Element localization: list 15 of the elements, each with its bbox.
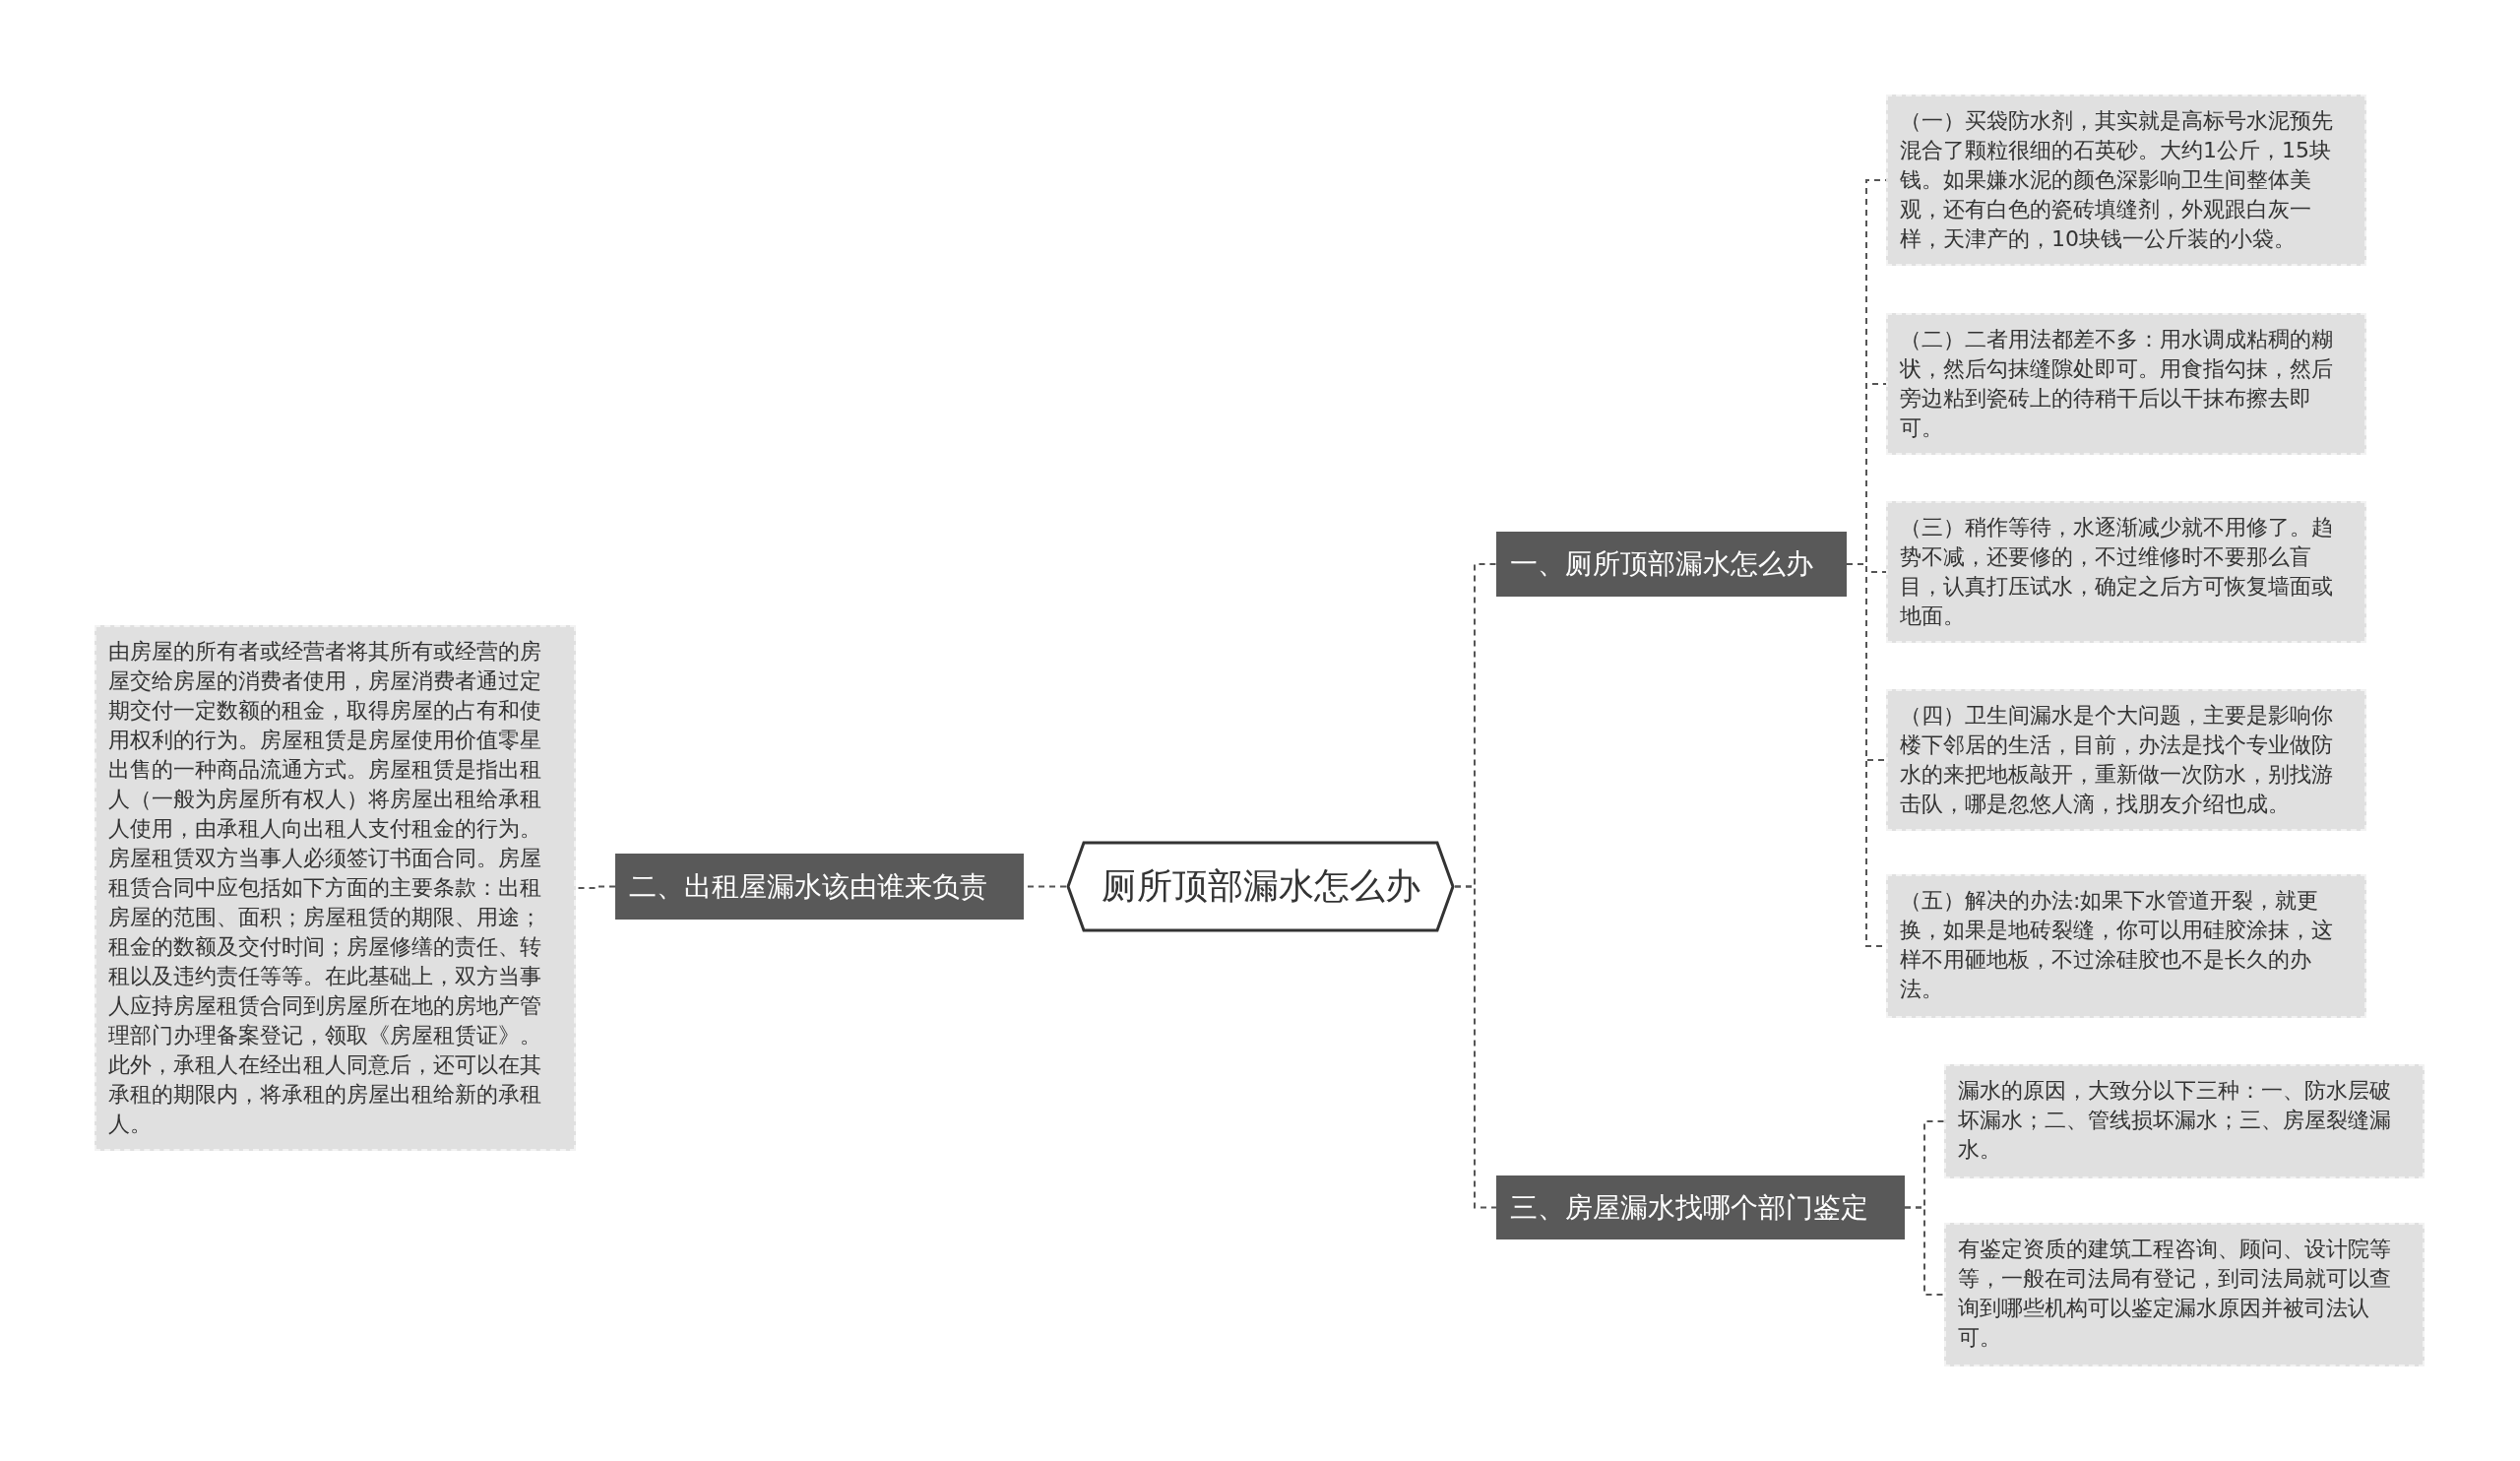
connector-line xyxy=(1454,885,1497,1209)
text-card: 由房屋的所有者或经营者将其所有或经营的房屋交给房屋的消费者使用，房屋消费者通过定期交付一定数额的租金，取得房屋的占有和使用权利的行为。房屋租赁是房屋使用价值零星出售的一种商品流通方式。房屋租赁是指出租人（一般为房屋所有权人）将房屋出租给承租人使用，由承租人向出租人支付租金的行为。房屋租赁双方当事人必须签订书面合同。房屋租赁合同中应包括如下方面的主要条款：出租房屋的范围、面积；房屋租赁的期限、用途；租金的数额及交付时间；房屋修缮的责任、转租以及违约责任等等。在此基础上，双方当事人应持房屋租赁合同到房屋所在地的房地产管理部门办理备案登记，领取《房屋租赁证》。此外，承租人在经出租人同意后，还可以在其承租的期限内，将承租的房屋出租给新的承租人。 xyxy=(94,625,576,1151)
text-card: （四）卫生间漏水是个大问题，主要是影响你楼下邻居的生活，目前，办法是找个专业做防水的来把地板敲开，重新做一次防水，别找游击队，哪是忽悠人滴，找朋友介绍也成。 xyxy=(1886,689,2366,831)
topic-box: 一、厕所顶部漏水怎么办 xyxy=(1496,532,1847,597)
text-card: 有鉴定资质的建筑工程咨询、顾问、设计院等等，一般在司法局有登记，到司法局就可以查询到哪些机构可以鉴定漏水原因并被司法认可。 xyxy=(1944,1223,2425,1366)
topic-box: 三、房屋漏水找哪个部门鉴定 xyxy=(1496,1175,1905,1239)
text-card: （五）解决的办法:如果下水管道开裂，就更换，如果是地砖裂缝，你可以用硅胶涂抹，这样不用砸地板，不过涂硅胶也不是长久的办法。 xyxy=(1886,874,2366,1018)
connector-line xyxy=(1904,1206,1945,1296)
text-card: 漏水的原因，大致分以下三种：一、防水层破坏漏水；二、管线损坏漏水；三、房屋裂缝漏水。 xyxy=(1944,1064,2425,1178)
topic-box: 二、出租屋漏水该由谁来负责 xyxy=(615,854,1024,920)
central-topic-hexagon xyxy=(1066,841,1455,932)
text-card: （一）买袋防水剂，其实就是高标号水泥预先混合了颗粒很细的石英砂。大约1公斤，15块钱。如果嫌水泥的颜色深影响卫生间整体美观，还有白色的瓷砖填缝剂，外观跟白灰一样，天津产的，10块钱一公斤装的小袋。 xyxy=(1886,95,2366,266)
text-card: （二）二者用法都差不多：用水调成粘稠的糊状，然后勾抹缝隙处即可。用食指勾抹，然后旁边粘到瓷砖上的待稍干后以干抹布擦去即可。 xyxy=(1886,313,2366,455)
topic-title: 厕所顶部漏水怎么办 xyxy=(1101,864,1420,908)
text-card: （三）稍作等待，水逐渐减少就不用修了。趋势不减，还要修的，不过维修时不要那么盲目，认真打压试水，确定之后方可恢复墙面或地面。 xyxy=(1886,501,2366,643)
